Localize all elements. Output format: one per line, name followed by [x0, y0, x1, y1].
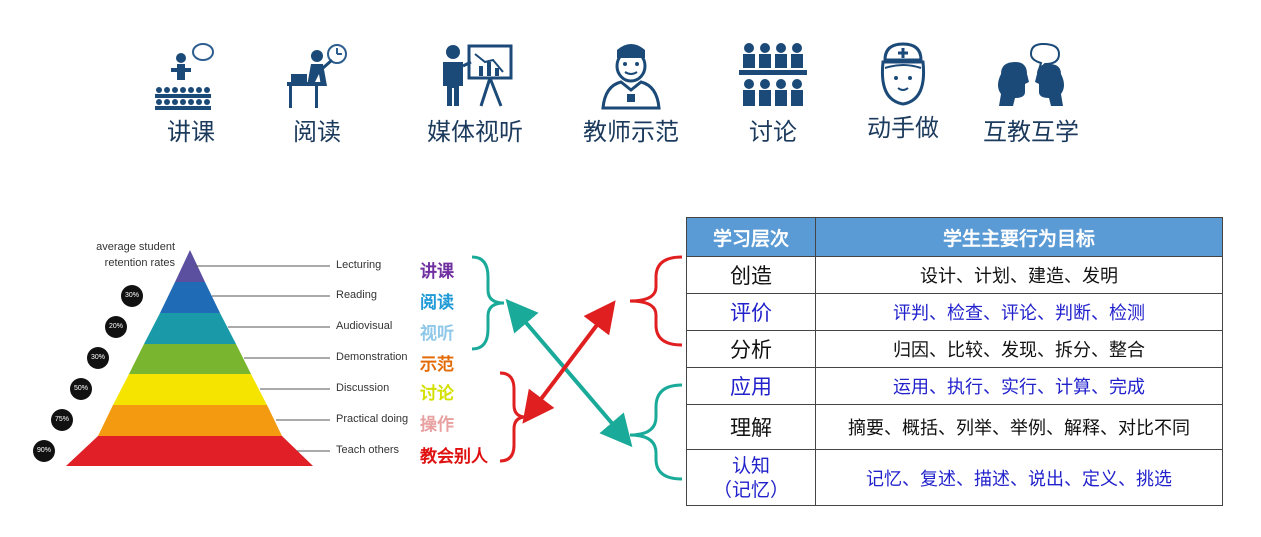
- peer-teaching-icon: [998, 42, 1064, 106]
- cn-label: 示范: [420, 355, 454, 375]
- level-cell: 评价: [686, 293, 816, 331]
- cn-label: 教会别人: [420, 447, 488, 467]
- pyramid-tier-demonstration: [129, 344, 251, 374]
- method-label: 阅读: [293, 118, 341, 146]
- teacher-demo-icon: [601, 44, 661, 110]
- table-row: 创造 设计、计划、建造、发明: [686, 256, 1223, 294]
- table-row: 认知 （记忆） 记忆、复述、描述、说出、定义、挑选: [686, 449, 1223, 506]
- method-teacher-demo: 教师示范: [566, 40, 696, 150]
- pyramid-tier-practical: [98, 405, 282, 436]
- media-icon: [443, 44, 513, 107]
- method-label: 讲课: [167, 118, 215, 146]
- method-label: 互教互学: [983, 118, 1079, 146]
- goals-cell: 运用、执行、实行、计算、完成: [815, 367, 1223, 405]
- pyramid-level-label: Teach others: [336, 444, 399, 456]
- level-cell: 理解: [686, 404, 816, 450]
- level-cell-main: 认知: [731, 454, 770, 477]
- method-label: 动手做: [867, 114, 939, 142]
- rate-badge: 30%: [121, 285, 143, 307]
- method-label: 媒体视听: [427, 118, 523, 146]
- level-cell-sub: （记忆）: [712, 478, 789, 501]
- discussion-icon: [739, 43, 807, 106]
- red-brace-left: [499, 371, 527, 463]
- goals-cell: 摘要、概括、列举、举例、解释、对比不同: [815, 404, 1223, 450]
- pyramid-level-label: Discussion: [336, 382, 390, 394]
- method-hands-on: 动手做: [838, 40, 968, 150]
- teal-brace-right: [629, 383, 683, 481]
- rate-badge: 50%: [70, 378, 92, 400]
- table-header-cell: 学生主要行为目标: [815, 217, 1223, 257]
- rate-badge: 90%: [33, 440, 55, 462]
- pyramid-tier-discussion: [113, 374, 267, 405]
- goals-cell: 记忆、复述、描述、说出、定义、挑选: [815, 449, 1223, 506]
- cn-label: 阅读: [420, 293, 454, 313]
- pyramid-graphic: [66, 250, 330, 466]
- cn-label: 视听: [420, 324, 454, 344]
- method-label: 教师示范: [583, 118, 679, 146]
- red-brace-right: [629, 255, 683, 347]
- pyramid-level-label: Practical doing: [336, 413, 409, 425]
- table-row: 理解 摘要、概括、列举、举例、解释、对比不同: [686, 404, 1223, 450]
- hands-on-icon: [880, 42, 926, 106]
- pyramid-level-label: Demonstration: [336, 351, 408, 363]
- goals-cell: 评判、检查、评论、判断、检测: [815, 293, 1223, 331]
- level-cell: 分析: [686, 330, 816, 368]
- pyramid-level-label: Audiovisual: [336, 320, 393, 332]
- pyramid-title-line2: retention rates: [104, 257, 175, 269]
- cn-label: 讲课: [420, 262, 454, 282]
- level-cell: 认知 （记忆）: [686, 449, 816, 506]
- lecture-icon: [155, 43, 214, 110]
- rate-badge: 30%: [87, 347, 109, 369]
- rate-badge: 20%: [105, 316, 127, 338]
- pyramid-tier-audiovisual: [144, 313, 236, 344]
- table-header-cell: 学习层次: [686, 217, 816, 257]
- teal-arrow: [505, 298, 633, 448]
- table-row: 评价 评判、检查、评论、判断、检测: [686, 293, 1223, 331]
- pyramid-level-label: Lecturing: [336, 259, 382, 271]
- method-lecture: 讲课: [126, 40, 256, 150]
- table-row: 应用 运用、执行、实行、计算、完成: [686, 367, 1223, 405]
- pyramid-title: average student retention rates: [90, 239, 175, 271]
- goals-cell: 归因、比较、发现、拆分、整合: [815, 330, 1223, 368]
- level-cell: 应用: [686, 367, 816, 405]
- red-arrow: [522, 300, 616, 424]
- cn-label: 操作: [420, 415, 454, 435]
- table-header-row: 学习层次 学生主要行为目标: [686, 217, 1223, 257]
- pyramid-title-line1: average student: [96, 241, 175, 253]
- method-label: 讨论: [749, 118, 797, 146]
- method-media: 媒体视听: [410, 40, 540, 150]
- level-cell: 创造: [686, 256, 816, 294]
- rate-badge: 75%: [51, 409, 73, 431]
- teal-brace-left: [471, 255, 505, 351]
- goals-cell: 设计、计划、建造、发明: [815, 256, 1223, 294]
- method-discussion: 讨论: [708, 40, 838, 150]
- cn-label: 讨论: [420, 384, 454, 404]
- reading-icon: [287, 44, 347, 108]
- pyramid-level-label: Reading: [336, 289, 377, 301]
- method-peer-teaching: 互教互学: [966, 40, 1096, 150]
- connector-graphics: [471, 255, 683, 481]
- table-row: 分析 归因、比较、发现、拆分、整合: [686, 330, 1223, 368]
- learning-levels-table: 学习层次 学生主要行为目标 创造 设计、计划、建造、发明 评价 评判、检查、评论…: [686, 217, 1223, 506]
- pyramid-tier-teach: [66, 436, 313, 466]
- method-reading: 阅读: [252, 40, 382, 150]
- pyramid-tier-lecturing: [175, 250, 205, 282]
- pyramid-tier-reading: [160, 282, 220, 313]
